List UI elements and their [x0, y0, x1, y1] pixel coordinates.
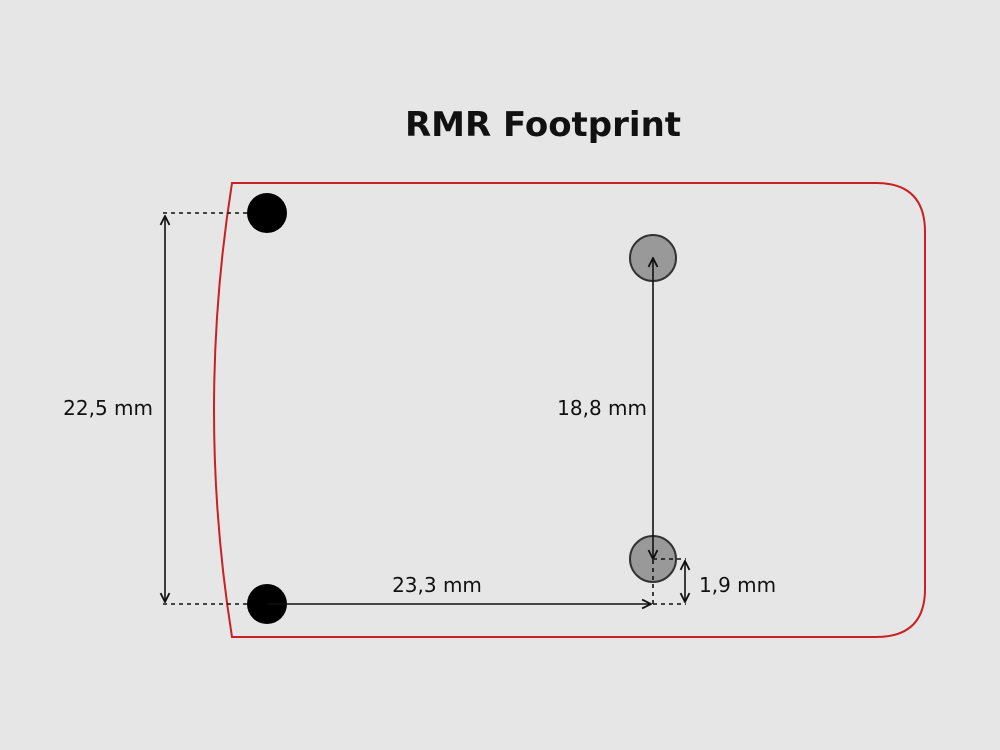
dimension-label-length: 23,3 mm	[392, 573, 482, 597]
dimension-label-front-spacing: 22,5 mm	[63, 396, 153, 420]
front-hole-top	[247, 193, 287, 233]
extension-lines	[163, 212, 686, 605]
diagram-title: RMR Footprint	[405, 105, 681, 145]
dimension-label-rear-spacing: 18,8 mm	[557, 396, 647, 420]
dimension-label-offset: 1,9 mm	[699, 573, 776, 597]
footprint-outline	[213, 182, 926, 638]
